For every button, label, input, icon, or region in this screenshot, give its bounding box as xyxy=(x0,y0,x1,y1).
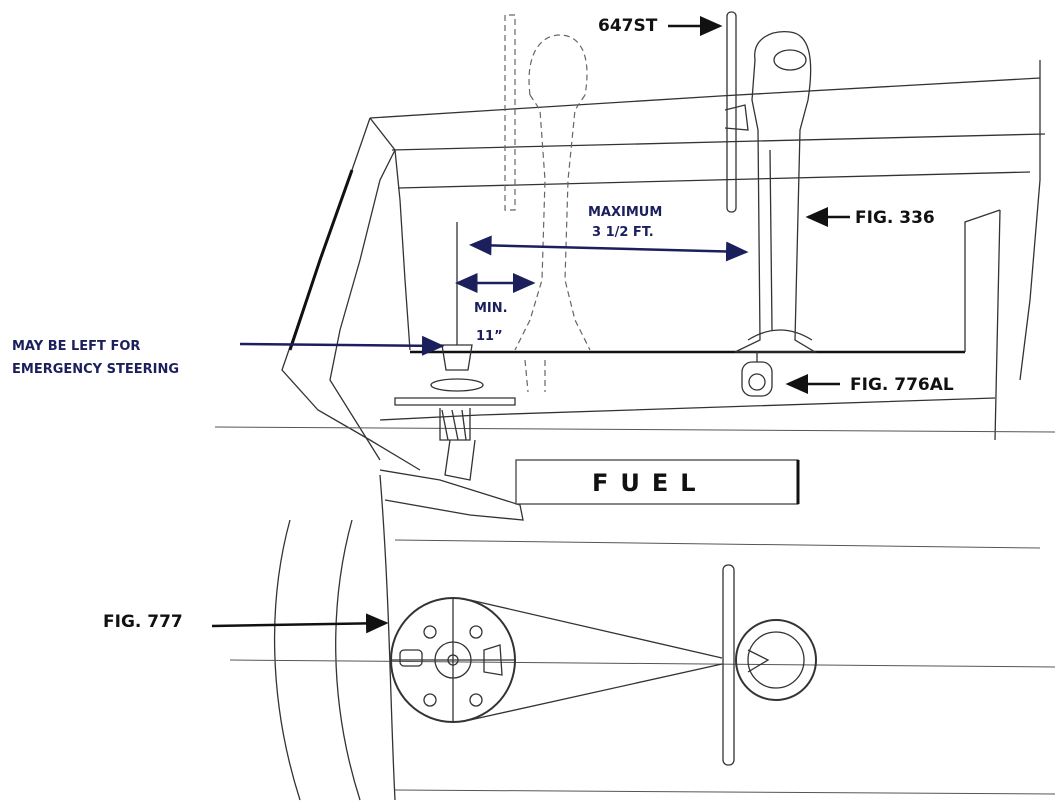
label-fuel: FUEL xyxy=(592,469,708,497)
fig-777-quadrant xyxy=(390,597,516,723)
label-min-line2: 11” xyxy=(476,329,503,344)
label-maximum-line2: 3 1/2 FT. xyxy=(592,225,654,240)
callout-emergency-steering: MAY BE LEFT FOR EMERGENCY STEERING xyxy=(12,335,445,377)
dashed-steering-post-outline xyxy=(504,14,591,393)
label-fig-336: FIG. 336 xyxy=(855,208,935,228)
label-647st: 647ST xyxy=(598,16,658,36)
fig-647st-steering-rod xyxy=(724,11,749,213)
dimension-maximum: MAXIMUM 3 1/2 FT. xyxy=(469,205,749,262)
label-emergency-line2: EMERGENCY STEERING xyxy=(12,362,179,377)
label-min-line1: MIN. xyxy=(474,301,508,316)
label-fig-776al: FIG. 776AL xyxy=(850,375,954,395)
fuel-tank-box xyxy=(515,459,800,505)
emergency-steering-post xyxy=(379,222,524,521)
hull-plan-view xyxy=(229,474,1055,801)
callout-fig-336: FIG. 336 xyxy=(805,207,935,228)
label-fig-777: FIG. 777 xyxy=(103,612,183,632)
pedestal-plan-view xyxy=(722,564,817,766)
fig-336-pedestal xyxy=(734,31,818,353)
callout-fig-777: FIG. 777 xyxy=(103,612,389,634)
callout-647st: 647ST xyxy=(598,16,723,36)
fig-776al-sheave xyxy=(741,352,773,397)
hull-side-elevation xyxy=(214,60,1055,471)
steering-cables xyxy=(469,599,723,721)
label-maximum-line1: MAXIMUM xyxy=(588,205,662,220)
callout-fig-776al: FIG. 776AL xyxy=(785,374,954,395)
dimension-minimum: MIN. 11” xyxy=(455,273,536,344)
label-emergency-line1: MAY BE LEFT FOR xyxy=(12,339,140,354)
